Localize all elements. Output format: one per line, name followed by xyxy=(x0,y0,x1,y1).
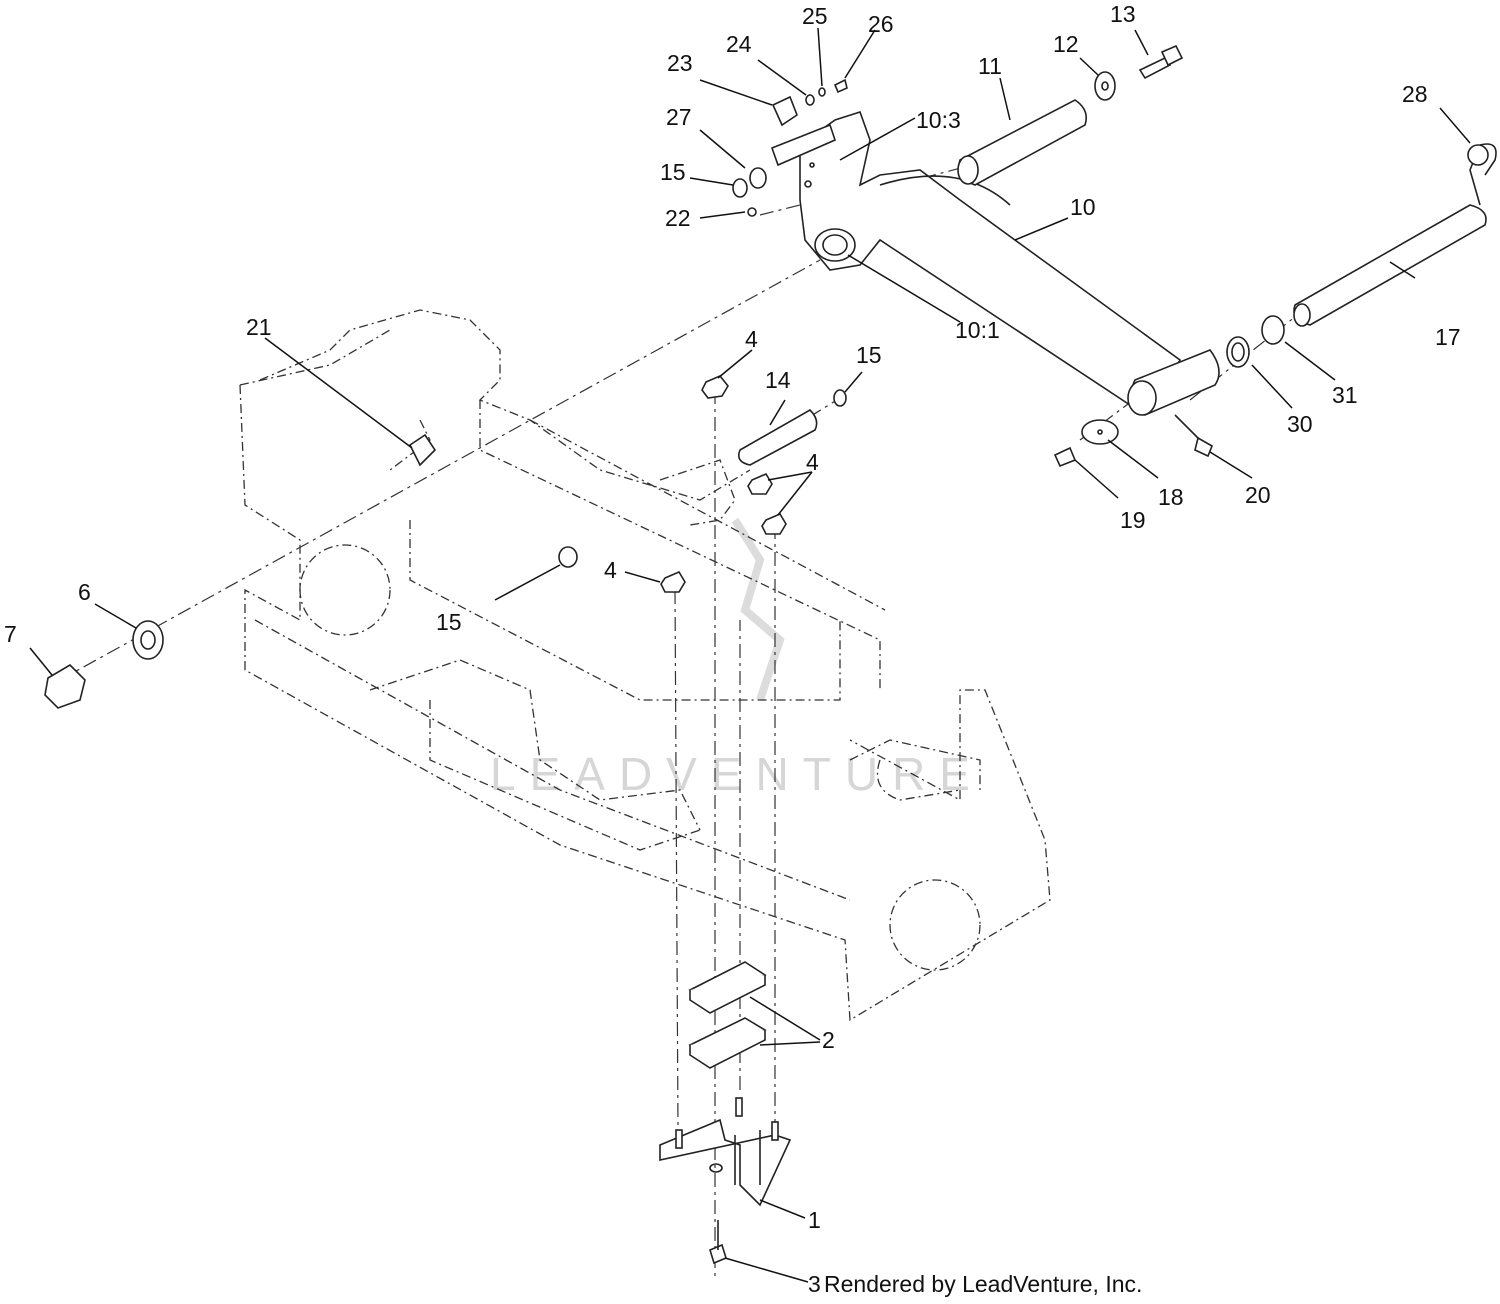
callout-23: 23 xyxy=(667,50,693,76)
callout-6: 6 xyxy=(78,579,91,605)
callout-11: 11 xyxy=(978,53,1002,79)
center-hardware xyxy=(408,375,847,593)
callout-10-3: 10:3 xyxy=(916,107,961,133)
watermark-text: LEADVENTURE xyxy=(490,748,984,800)
render-credit: Rendered by LeadVenture, Inc. xyxy=(824,1271,1142,1297)
shaft-assembly xyxy=(1226,143,1497,368)
callout-10-1: 10:1 xyxy=(955,317,1000,343)
callout-3: 3 xyxy=(808,1271,821,1297)
callout-14: 14 xyxy=(765,367,791,393)
callout-labels: 1 2 3 4 4 4 6 7 10 10:1 10:3 11 12 13 14… xyxy=(4,1,1461,1297)
callout-31: 31 xyxy=(1332,382,1358,408)
callout-7: 7 xyxy=(4,621,17,647)
left-hardware xyxy=(44,620,164,709)
leader-lines xyxy=(29,27,1471,1283)
callout-28: 28 xyxy=(1402,81,1428,107)
callout-27: 27 xyxy=(666,104,692,130)
callout-19: 19 xyxy=(1120,507,1146,533)
pivot-parts xyxy=(957,44,1184,186)
arm-hardware xyxy=(1053,414,1214,468)
callout-10: 10 xyxy=(1070,194,1096,220)
callout-20: 20 xyxy=(1245,482,1271,508)
callout-1: 1 xyxy=(808,1207,821,1233)
callout-4: 4 xyxy=(806,449,819,475)
pivot-hardware xyxy=(732,78,848,217)
callout-13: 13 xyxy=(1110,1,1136,27)
callout-15: 15 xyxy=(660,159,686,185)
callout-26: 26 xyxy=(868,11,894,37)
lift-arm xyxy=(799,111,1220,416)
callout-24: 24 xyxy=(726,31,752,57)
callout-21: 21 xyxy=(246,314,272,340)
callout-25: 25 xyxy=(802,3,828,29)
callout-2: 2 xyxy=(822,1027,835,1053)
callout-4: 4 xyxy=(604,557,617,583)
lower-bracket xyxy=(659,961,792,1265)
callout-15: 15 xyxy=(856,342,882,368)
callout-22: 22 xyxy=(665,205,691,231)
callout-17: 17 xyxy=(1435,324,1461,350)
callout-15: 15 xyxy=(436,609,462,635)
callout-12: 12 xyxy=(1053,31,1079,57)
watermark: LEADVENTURE xyxy=(490,517,984,800)
frame-assembly xyxy=(239,309,1051,1022)
callout-4: 4 xyxy=(745,326,758,352)
callout-18: 18 xyxy=(1158,484,1184,510)
callout-30: 30 xyxy=(1287,411,1313,437)
